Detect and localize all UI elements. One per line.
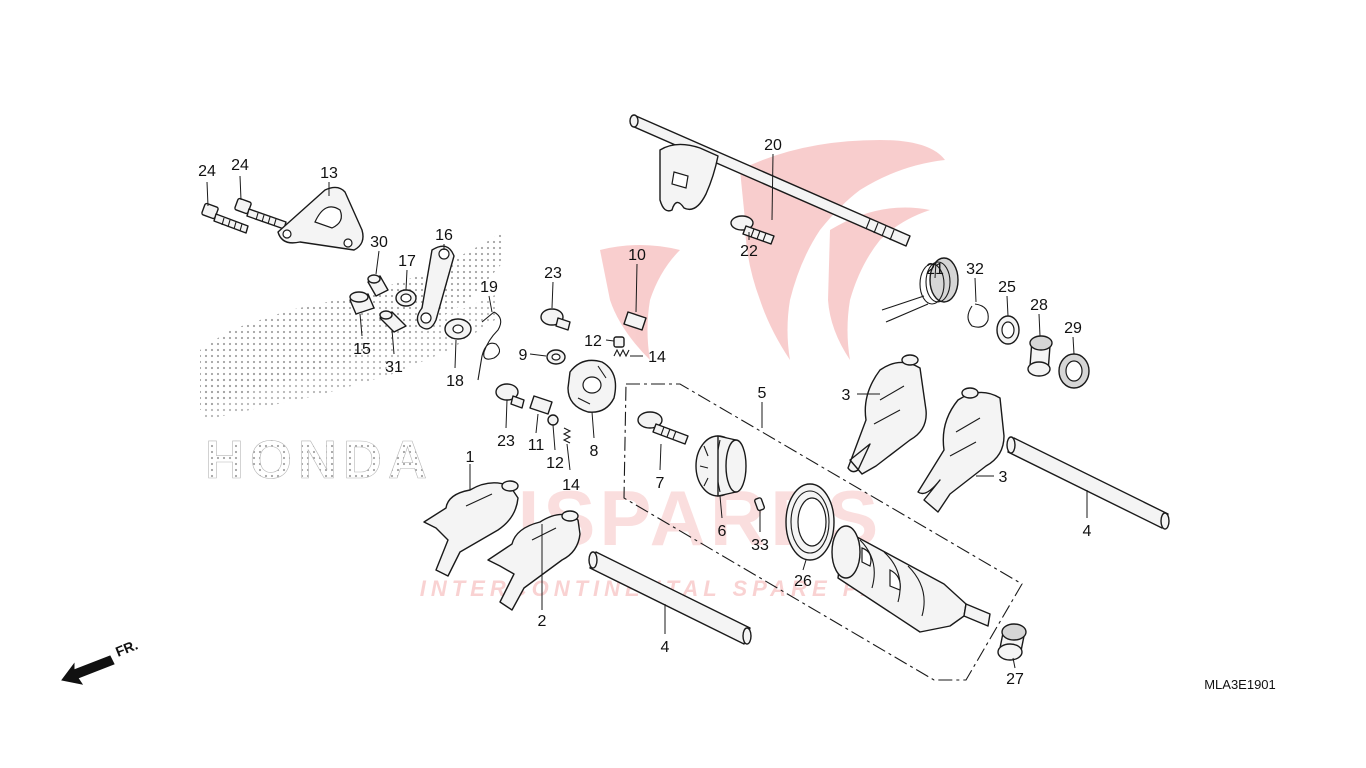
fork-shaft-4-right <box>1006 436 1170 530</box>
fork-shaft-4-lower <box>588 551 752 645</box>
collar-31 <box>379 310 407 333</box>
oil-seal-29 <box>1058 353 1090 389</box>
callout-3-left: 3 <box>842 387 851 404</box>
callout-15: 15 <box>353 341 371 358</box>
callout-18: 18 <box>446 373 464 390</box>
callout-8: 8 <box>590 443 599 460</box>
callout-20: 20 <box>764 137 782 154</box>
callout-17: 17 <box>398 253 416 270</box>
diagram-code: MLA3E1901 <box>1204 677 1276 692</box>
callout-24-right: 24 <box>231 157 249 174</box>
spring-14-upper <box>613 348 630 358</box>
circlip-32 <box>967 303 989 328</box>
shift-drum-center-8 <box>567 359 617 413</box>
honda-watermark-text: HONDA <box>205 430 433 490</box>
shift-fork-3-right <box>917 387 1005 513</box>
callout-32: 32 <box>966 261 984 278</box>
callout-31: 31 <box>385 359 403 376</box>
callout-3-right: 3 <box>999 469 1008 486</box>
callout-numbers: 24 24 13 30 17 16 19 15 31 18 23 10 12 1… <box>198 137 1091 688</box>
washer-18 <box>444 318 472 340</box>
collar-30 <box>367 274 389 297</box>
callout-4-right: 4 <box>1083 523 1092 540</box>
front-direction-label: FR. <box>113 636 140 659</box>
needle-bearing-27 <box>997 623 1027 661</box>
needle-bearing-28 <box>1027 335 1053 377</box>
callout-11: 11 <box>528 437 545 454</box>
callout-1: 1 <box>466 449 475 466</box>
shift-fork-1 <box>423 480 519 577</box>
callout-7: 7 <box>656 475 665 492</box>
callout-28: 28 <box>1030 297 1048 314</box>
pawl-10 <box>623 311 647 331</box>
plunger-12-lower <box>547 414 559 426</box>
callout-23-upper: 23 <box>544 265 562 282</box>
bolt-24-right <box>234 197 287 230</box>
callout-33: 33 <box>751 537 769 554</box>
washer-17 <box>395 289 417 307</box>
callout-26: 26 <box>794 573 812 590</box>
honda-wing-watermark: HONDA <box>200 230 505 490</box>
washer-9 <box>546 349 566 365</box>
shift-drum-assembly-outline-5 <box>623 383 1023 681</box>
callout-6: 6 <box>718 523 727 540</box>
bolt-7 <box>637 411 689 445</box>
gearshift-spindle-20 <box>629 114 911 247</box>
shift-fork-3-left <box>847 354 927 475</box>
callout-16: 16 <box>435 227 453 244</box>
washer-25 <box>996 315 1020 345</box>
callout-4-lower: 4 <box>661 639 670 656</box>
front-direction-arrow: FR. <box>61 636 140 685</box>
callout-22: 22 <box>740 243 758 260</box>
callout-19: 19 <box>480 279 498 296</box>
callout-9: 9 <box>519 347 528 364</box>
plunger-12-upper <box>613 336 625 348</box>
stopper-arm-16 <box>416 245 455 330</box>
callout-13: 13 <box>320 165 338 182</box>
spring-14-lower <box>562 427 572 444</box>
callout-5: 5 <box>758 385 767 402</box>
callout-12-lower: 12 <box>546 455 564 472</box>
pin-22 <box>730 215 775 245</box>
pin-23-upper <box>540 308 571 331</box>
callout-25: 25 <box>998 279 1016 296</box>
shift-drum <box>831 525 991 633</box>
callout-29: 29 <box>1064 320 1082 337</box>
callout-2: 2 <box>538 613 547 630</box>
callout-14-upper: 14 <box>648 349 666 366</box>
pawl-11 <box>529 395 553 415</box>
leader-lines <box>206 153 1088 669</box>
shift-fork-2 <box>487 510 581 611</box>
pin-33 <box>754 497 766 512</box>
return-spring-21 <box>881 257 959 323</box>
bolt-24-left <box>201 202 249 234</box>
callout-10: 10 <box>628 247 646 264</box>
callout-24-left: 24 <box>198 163 216 180</box>
ball-bearing-26 <box>785 483 835 561</box>
callout-12-upper: 12 <box>584 333 602 350</box>
callout-30: 30 <box>370 234 388 251</box>
return-spring-19 <box>477 311 502 381</box>
callout-23-lower: 23 <box>497 433 515 450</box>
callout-21: 21 <box>926 261 944 278</box>
collar-15 <box>349 291 375 315</box>
callout-27: 27 <box>1006 671 1024 688</box>
callout-14-lower: 14 <box>562 477 580 494</box>
pin-23-lower <box>495 383 525 409</box>
shift-drum-center-6 <box>695 435 747 497</box>
